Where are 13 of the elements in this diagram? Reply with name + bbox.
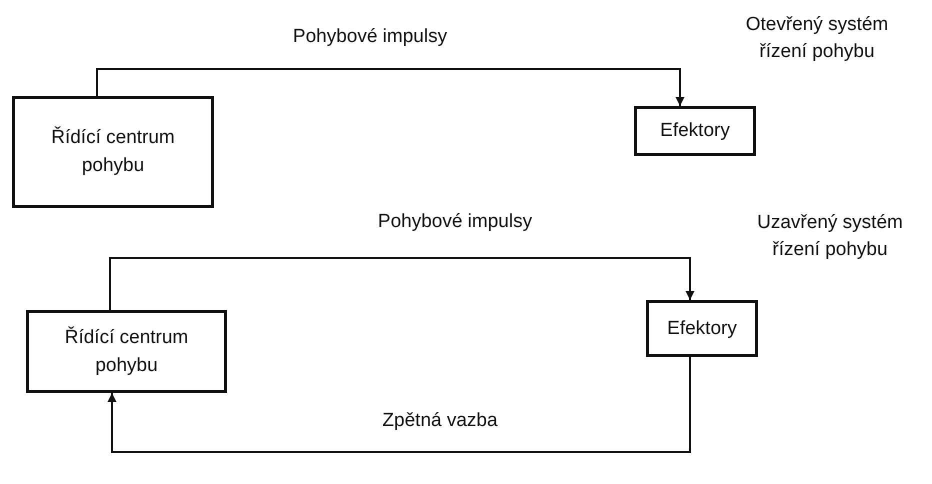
box-label: Řídící centrum pohybu: [50, 125, 176, 178]
process-box: [646, 300, 758, 357]
process-box: [12, 96, 214, 208]
box-label: Řídící centrum pohybu: [64, 325, 190, 378]
process-box: [634, 106, 756, 156]
system-caption: Uzavřený systém řízení pohybu: [756, 211, 904, 262]
box-label: Efektory: [659, 119, 731, 144]
connector-arrow: [109, 257, 694, 310]
system-caption: Otevřený systém řízení pohybu: [744, 13, 890, 64]
connector-arrow: [96, 68, 684, 106]
box-label: Efektory: [666, 316, 738, 341]
connector-arrow: [108, 357, 691, 453]
process-box: [26, 310, 227, 393]
